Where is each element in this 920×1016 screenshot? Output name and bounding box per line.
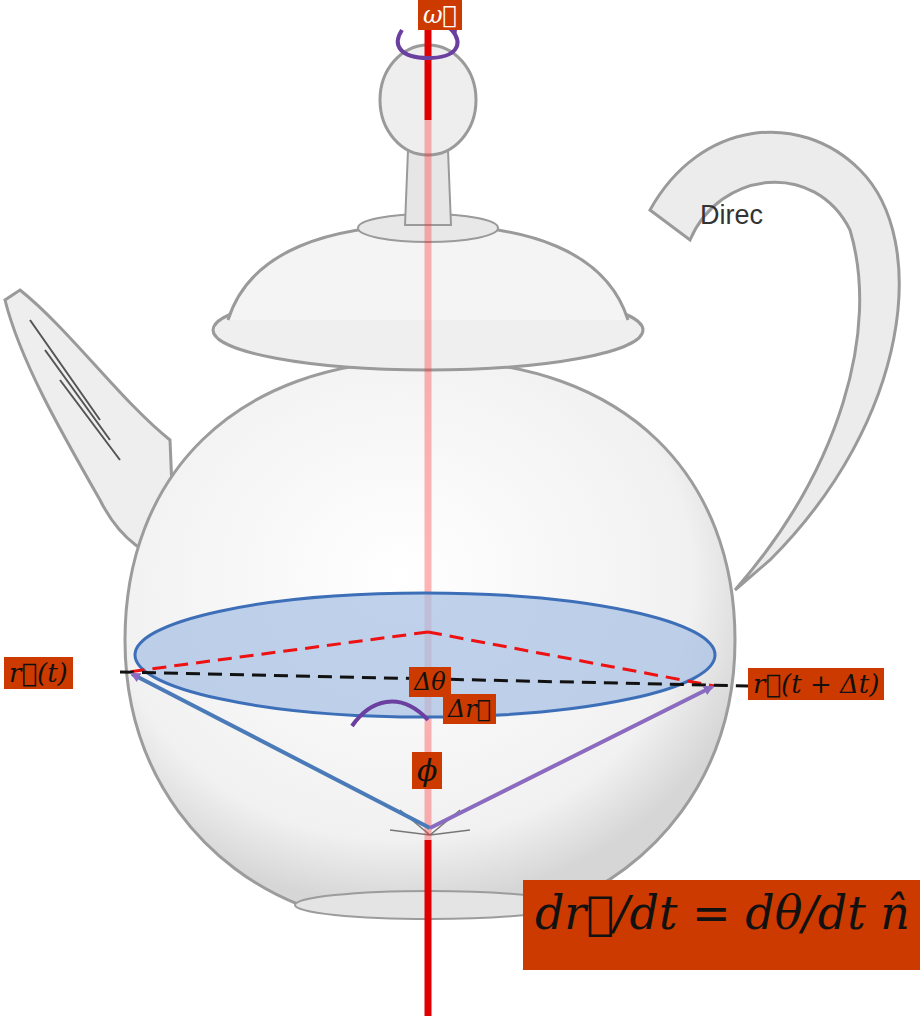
omega-label: ω⃗ [418, 0, 462, 30]
math-text: Δθ [414, 668, 446, 696]
angle-label: ϕ [412, 752, 442, 789]
note-text: Direc [700, 200, 763, 231]
math-text: ω⃗ [423, 1, 457, 29]
math-text: dr⃗/dt = dθ/dt n̂ [535, 886, 910, 940]
math-text: Δr⃗ [448, 695, 491, 723]
formula-box: dr⃗/dt = dθ/dt n̂ [523, 880, 920, 970]
displacement-label: Δr⃗ [443, 694, 496, 724]
position-label: r⃗(t + Δt) [748, 668, 884, 700]
math-text: r⃗(t) [9, 658, 68, 688]
math-text: r⃗(t + Δt) [753, 669, 879, 699]
angle-label: Δθ [409, 667, 451, 697]
position-label: r⃗(t) [4, 657, 73, 689]
math-text: ϕ [417, 753, 437, 788]
